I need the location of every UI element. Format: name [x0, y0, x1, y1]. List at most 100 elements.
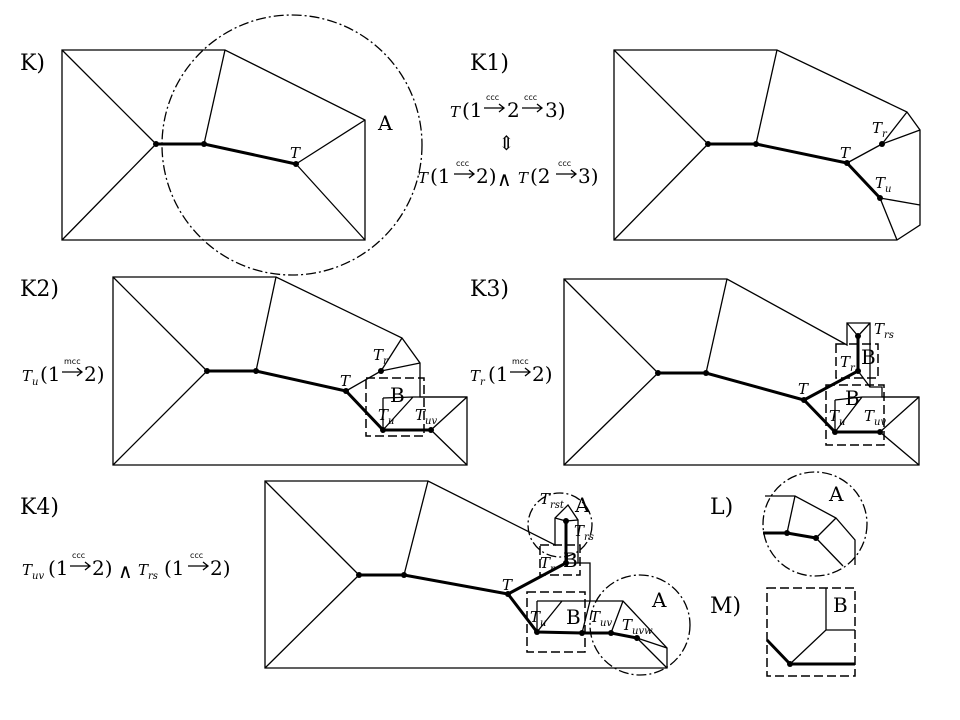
- k-edges: [61, 49, 366, 241]
- k-bold-path: [156, 142, 297, 166]
- k3-label-tuv: T: [864, 407, 875, 425]
- k2-vertex: [380, 427, 386, 433]
- panel-k1: T T r T u: [613, 49, 921, 241]
- k3-vertex: [801, 397, 807, 403]
- k4-vertex: [505, 591, 511, 597]
- k2-vertex: [378, 368, 384, 374]
- eq-equivalence: ⇕: [498, 131, 515, 155]
- k3-label-tr: T: [840, 353, 851, 371]
- k2-label-tuv-sub: uv: [425, 416, 437, 427]
- k4-edges: [264, 480, 668, 669]
- k2-label-t: T: [340, 372, 351, 390]
- k3-eq-t: T: [470, 367, 481, 385]
- k-outline: [61, 49, 366, 241]
- k4-label-tr: T: [540, 554, 551, 572]
- k4-label-tuv: T: [590, 608, 601, 626]
- eq-top-tag-1: ccc: [486, 93, 499, 102]
- k3-eq-tag: mcc: [512, 357, 529, 366]
- k1-vertex: [705, 141, 711, 147]
- arrow-right-icon: [522, 103, 544, 113]
- panel-k1-equations: K1) T (1 ccc 2 ccc 3) ⇕ T (1 ccc 2) ∧ T …: [418, 51, 599, 191]
- k1-label-tu-sub: u: [885, 184, 891, 195]
- k4-eq-tag-2: ccc: [190, 551, 203, 560]
- k2-eq-close: 2): [84, 362, 105, 386]
- k3-vertex: [703, 370, 709, 376]
- k3-outline: [563, 278, 920, 466]
- eq-top-mid: 2: [507, 98, 520, 122]
- k2-vertex: [428, 427, 434, 433]
- k2-eq-tag: mcc: [64, 357, 81, 366]
- l-vertex: [784, 530, 790, 536]
- k4-label-t: T: [502, 576, 513, 594]
- k2-label-tr: T: [373, 346, 384, 364]
- panel-label-k2: K2): [20, 277, 59, 302]
- eq-top-open: (1: [462, 98, 483, 122]
- k3-label-tr-sub: r: [850, 363, 856, 374]
- eq-top-close: 3): [545, 98, 566, 122]
- arrow-right-icon: [70, 561, 92, 571]
- k4-label-trst: T: [540, 490, 551, 508]
- k4-vertex: [401, 572, 407, 578]
- k3-eq-close: 2): [532, 362, 553, 386]
- m-lines: [789, 588, 855, 665]
- k4-outline: [264, 480, 668, 669]
- l-marker-a: A: [828, 482, 844, 506]
- k4-eq-t2: T: [138, 561, 149, 579]
- panel-label-k: K): [20, 51, 45, 76]
- k3-label-t: T: [798, 380, 809, 398]
- panel-label-k4: K4): [20, 495, 59, 520]
- arrow-right-icon: [188, 561, 210, 571]
- k4-vertex: [563, 560, 569, 566]
- k3-label-tu-sub: u: [839, 417, 845, 428]
- k4-eq-right-close: 2): [210, 556, 231, 580]
- k3-eq-t-sub: r: [480, 377, 486, 388]
- m-box-b: [766, 587, 856, 677]
- k3-vertex: [877, 429, 883, 435]
- k1-vertex: [877, 195, 883, 201]
- arrow-right-icon: [484, 103, 506, 113]
- k3-box-b-upper: [835, 343, 879, 379]
- k4-eq-left-close: 2): [92, 556, 113, 580]
- k-marker-a: A: [377, 111, 393, 135]
- k2-box-b: [365, 377, 425, 437]
- k1-bold-path: [708, 142, 882, 200]
- k1-vertex: [844, 160, 850, 166]
- panel-k4: K4) T uv (1 ccc 2) ∧ T rs (1 ccc 2) A A: [20, 480, 691, 676]
- k2-label-tuv: T: [415, 406, 426, 424]
- arrow-right-icon: [556, 169, 578, 179]
- k4-box-b-upper: [539, 544, 581, 576]
- panel-label-k3: K3): [470, 277, 509, 302]
- panel-k3: K3) T r (1 mcc 2) B B T T r T rs T u T u…: [470, 277, 920, 466]
- l-lines: [765, 495, 856, 567]
- k4-eq-t2-sub: rs: [148, 571, 158, 582]
- k3-edges: [563, 278, 920, 466]
- k4-circle-a-lower: [589, 574, 691, 676]
- k4-label-tuvw: T: [622, 616, 633, 634]
- k3-vertex: [832, 429, 838, 435]
- eq-bot-tag-1: ccc: [456, 159, 469, 168]
- panel-label-l: L): [710, 495, 733, 520]
- k3-label-trs-sub: rs: [884, 330, 894, 341]
- k4-vertex: [579, 630, 585, 636]
- panel-label-k1: K1): [470, 51, 509, 76]
- k-vertex: [201, 141, 207, 147]
- k4-eq-and: ∧: [118, 559, 133, 583]
- eq-bot-left-close: 2): [476, 164, 497, 188]
- k3-vertex: [655, 370, 661, 376]
- k4-eq-tag-1: ccc: [72, 551, 85, 560]
- k-vertex-label-t: T: [290, 144, 301, 162]
- eq-bot-t2: T: [518, 169, 529, 187]
- k4-vertex: [563, 518, 569, 524]
- k3-box-b-lower: [825, 384, 885, 446]
- k1-outline: [613, 49, 921, 241]
- l-vertex: [813, 535, 819, 541]
- k-vertex: [293, 161, 299, 167]
- k2-eq-t: T: [22, 367, 33, 385]
- k4-marker-b-lower: B: [566, 605, 581, 629]
- k4-eq-left-open: (1: [48, 556, 69, 580]
- k2-vertex: [253, 368, 259, 374]
- m-marker-b: B: [833, 593, 848, 617]
- k4-label-tu: T: [530, 608, 541, 626]
- k4-vertex: [356, 572, 362, 578]
